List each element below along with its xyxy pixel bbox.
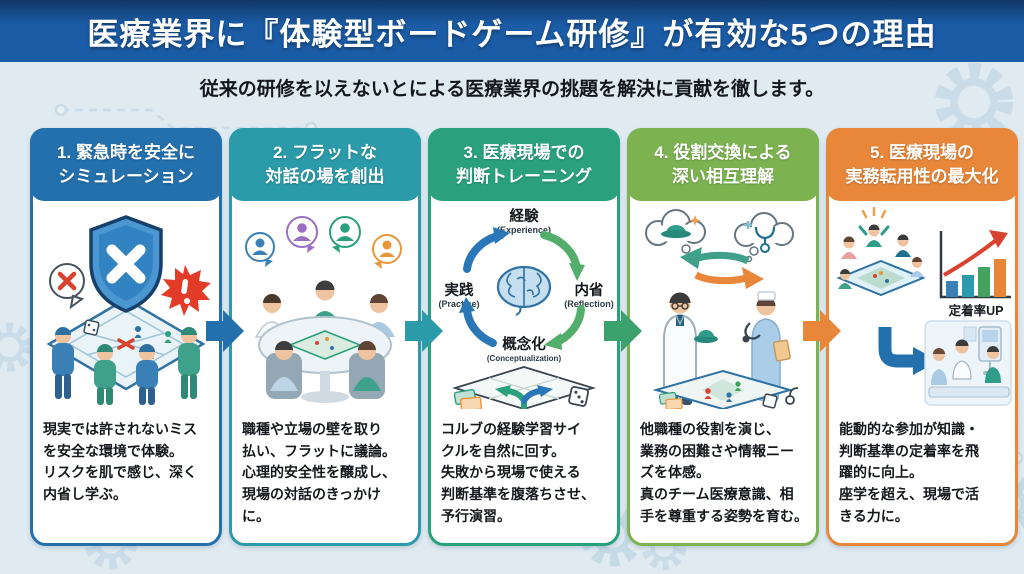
reason-cards: 1. 緊急時を安全に シミュレーション <box>30 128 1018 546</box>
card-1-illustration <box>46 215 211 405</box>
cycle-conceptualization-en: (Conceptualization) <box>487 354 562 363</box>
card-3-title-line2: 判断トレーニング <box>456 166 592 186</box>
cycle-practice-label: 実践 <box>445 281 474 299</box>
thought-bubble-hat-icon <box>645 209 706 261</box>
card-4-illustration <box>645 209 799 409</box>
shield-x-icon <box>89 215 163 313</box>
flow-arrow-2 <box>405 310 443 352</box>
speech-bubble-icon <box>372 234 402 269</box>
error-bubble-icon <box>49 263 85 310</box>
card-2-header: 2. フラットな 対話の場を創出 <box>229 128 421 201</box>
card-1-header: 1. 緊急時を安全に シミュレーション <box>30 128 222 201</box>
card-3-illustration: 経験 (Experience) 実践 (Practice) 内省 (Reflec… <box>438 207 614 409</box>
card-4-title-line2: 深い相互理解 <box>672 166 774 186</box>
staff-figure <box>94 344 116 405</box>
flow-arrow-4 <box>803 310 841 352</box>
game-board-icon <box>287 330 363 360</box>
card-3-judgment-training: 3. 医療現場での 判断トレーニング 経験 (Experience) 実践 (P… <box>428 128 620 546</box>
staff-figure <box>178 327 200 399</box>
flow-arrow-1 <box>206 310 244 352</box>
cycle-reflection-en: (Reflection) <box>564 299 614 309</box>
title-banner: 医療業界に『体験型ボードゲーム研修』が有効な5つの理由 <box>0 0 1024 62</box>
card-4-role-exchange: 4. 役割交換による 深い相互理解 <box>627 128 819 546</box>
page-subtitle: 従来の研修を以えないとによる医療業界の挑題を解決に貢献を徹します。 <box>199 79 825 100</box>
swap-arrows-icon <box>680 247 764 289</box>
cycle-conceptualization-label: 概念化 <box>502 335 546 353</box>
bar-chart-icon <box>939 230 1011 299</box>
dice-icon <box>568 385 590 407</box>
page-title: 医療業界に『体験型ボードゲーム研修』が有効な5つの理由 <box>87 16 937 52</box>
card-5-header: 5. 医療現場の 実務転用性の最大化 <box>826 128 1018 201</box>
card-4-header: 4. 役割交換による 深い相互理解 <box>627 128 819 201</box>
cycle-arrow-green <box>540 231 585 350</box>
decision-board-icon <box>451 366 597 409</box>
person-figure <box>349 341 385 399</box>
card-5-illustration: 定着率UP <box>836 206 1012 406</box>
cycle-experience-label: 経験 <box>510 207 539 225</box>
card-3-header: 3. 医療現場での 判断トレーニング <box>428 128 620 201</box>
staff-figure <box>52 327 74 399</box>
game-board-icon <box>652 369 799 409</box>
card-2-flat-dialogue: 2. フラットな 対話の場を創出 <box>229 128 421 546</box>
card-5-description: 能動的な参加が知識・ 判断基準の定着率を飛 躍的に向上。 座学を超え、現場で活 … <box>839 421 979 524</box>
card-2-title-line2: 対話の場を創出 <box>265 166 385 186</box>
card-3-title-line1: 3. 医療現場での <box>463 142 585 162</box>
brain-icon <box>496 265 552 316</box>
flow-arrow-3 <box>604 310 642 352</box>
speech-bubble-icon <box>329 216 361 253</box>
cycle-reflection-label: 内省 <box>575 281 604 299</box>
card-5-practical-transfer: 5. 医療現場の 実務転用性の最大化 <box>826 128 1018 546</box>
hospital-scene <box>924 320 1012 406</box>
card-2-title-line1: 2. フラットな <box>273 142 377 162</box>
staff-figure <box>136 344 158 405</box>
cycle-experience-en: (Experience) <box>497 225 551 235</box>
card-5-title-line1: 5. 医療現場の <box>870 142 974 162</box>
card-2-illustration <box>245 216 402 403</box>
speech-bubble-icon <box>286 216 318 253</box>
cycle-practice-en: (Practice) <box>438 299 479 309</box>
card-5-title-line2: 実務転用性の最大化 <box>845 166 999 186</box>
card-4-description: 他職種の役割を演じ、 業務の困難さや情報ニー ズを体感。 真のチーム医療意識、相… <box>640 421 808 524</box>
card-3-description: コルブの経験学習サイ クルを自然に回す。 失敗から現場で使える 判断基準を腹落ち… <box>441 421 595 524</box>
retention-up-label: 定着率UP <box>948 303 1004 318</box>
card-2-description: 職種や立場の壁を取り 払い、フラットに議論。 心理的安全性を醸成し、 現場の対話… <box>242 421 396 524</box>
person-figure <box>266 341 302 399</box>
card-1-title-line2: シミュレーション <box>58 166 194 186</box>
card-1-title-line1: 1. 緊急時を安全に <box>57 142 195 162</box>
cards-icon <box>453 388 483 409</box>
board-game-group <box>836 206 926 297</box>
thought-bubble-stethoscope-icon <box>734 212 794 263</box>
card-1-emergency-simulation: 1. 緊急時を安全に シミュレーション <box>30 128 222 546</box>
card-1-description: 現実では許されないミス を安全な環境で体験。 リスクを肌で感じ、深く 内省し学ぶ… <box>43 421 197 503</box>
card-4-title-line1: 4. 役割交換による <box>654 142 792 162</box>
doctor-figure <box>663 292 718 405</box>
speech-bubble-icon <box>245 232 275 267</box>
cycle-arrow-blue <box>459 227 510 347</box>
alert-icon <box>161 265 211 316</box>
